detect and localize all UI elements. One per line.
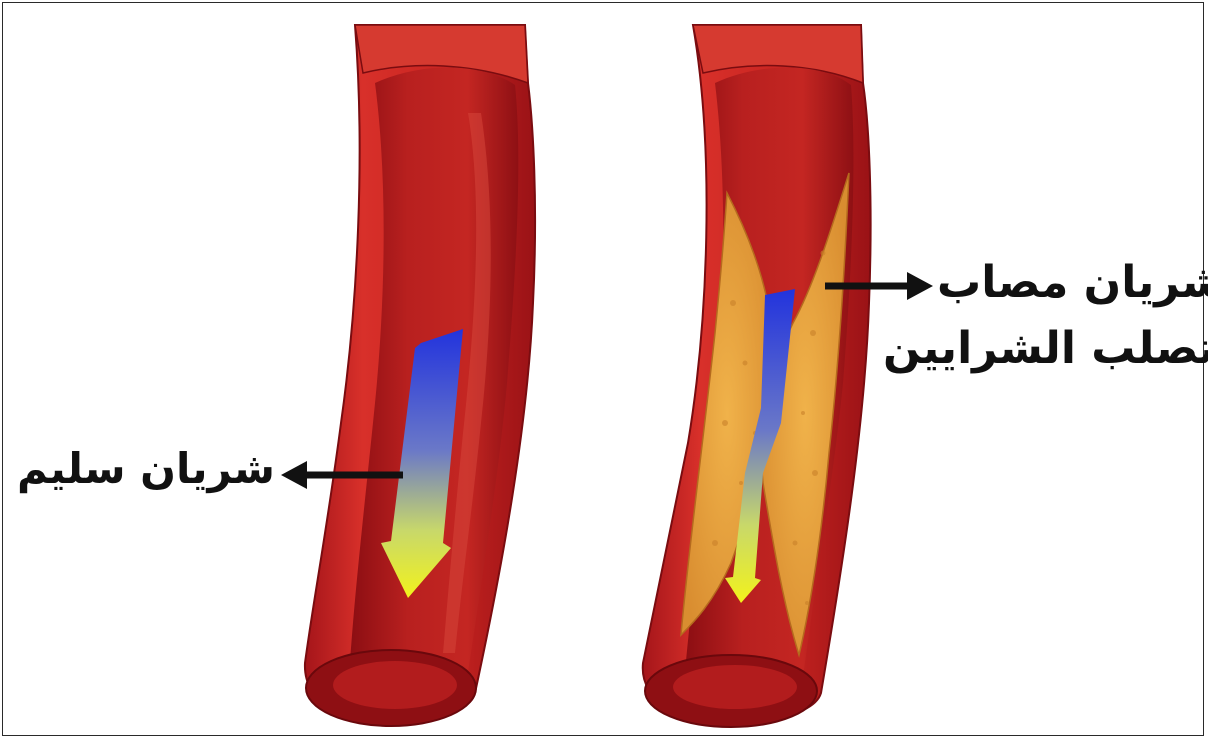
diseased-artery-label-line1: شريان مصاب [937,257,1208,308]
healthy-artery [305,25,535,726]
diseased-artery-label-line2: بتصلب الشرايين [883,323,1208,374]
diseased-artery [643,25,871,727]
healthy-artery-label: شريان سليم [17,444,275,493]
